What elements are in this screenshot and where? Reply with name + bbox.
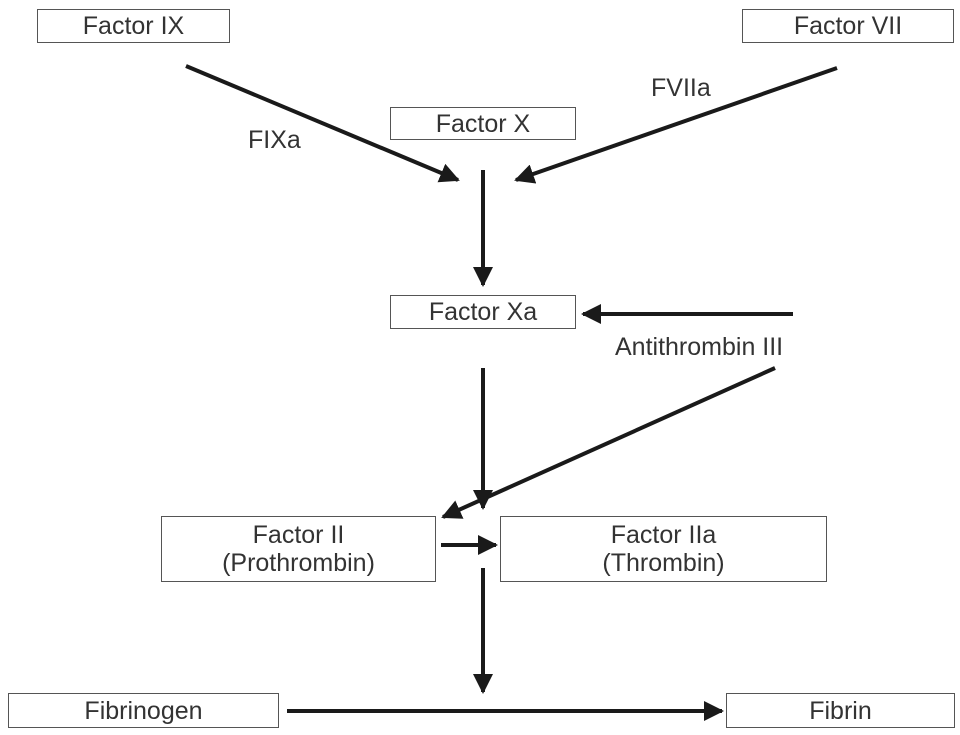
label-antithrombin: Antithrombin III [615,333,784,361]
node-fibrinogen-label: Fibrinogen [84,696,203,725]
node-factor-xa-label: Factor Xa [428,298,538,326]
arrow-antithrombin-to-ii [441,366,776,519]
node-factor-vii: Factor VII [742,9,954,43]
node-factor-iia-line2: (Thrombin) [602,549,725,577]
node-factor-iia-line1: Factor IIa [610,521,717,549]
node-factor-ii: Factor II (Prothrombin) [161,516,436,582]
node-factor-iia: Factor IIa (Thrombin) [500,516,827,582]
node-factor-x: Factor X [390,107,576,140]
node-fibrin-label: Fibrin [809,696,872,725]
node-factor-ix-label: Factor IX [82,12,185,40]
node-factor-ix: Factor IX [37,9,230,43]
label-fixa: FIXa [248,126,301,154]
node-fibrin: Fibrin [726,693,955,728]
node-factor-ii-line1: Factor II [252,521,345,549]
arrow-fixa-to-x [185,64,460,183]
label-fviia: FVIIa [651,74,711,102]
arrow-fviia-to-x [514,66,838,184]
node-fibrinogen: Fibrinogen [8,693,279,728]
node-factor-ii-line2: (Prothrombin) [222,549,375,577]
node-factor-vii-label: Factor VII [793,12,903,40]
node-factor-x-label: Factor X [435,109,531,138]
node-factor-xa: Factor Xa [390,295,576,329]
